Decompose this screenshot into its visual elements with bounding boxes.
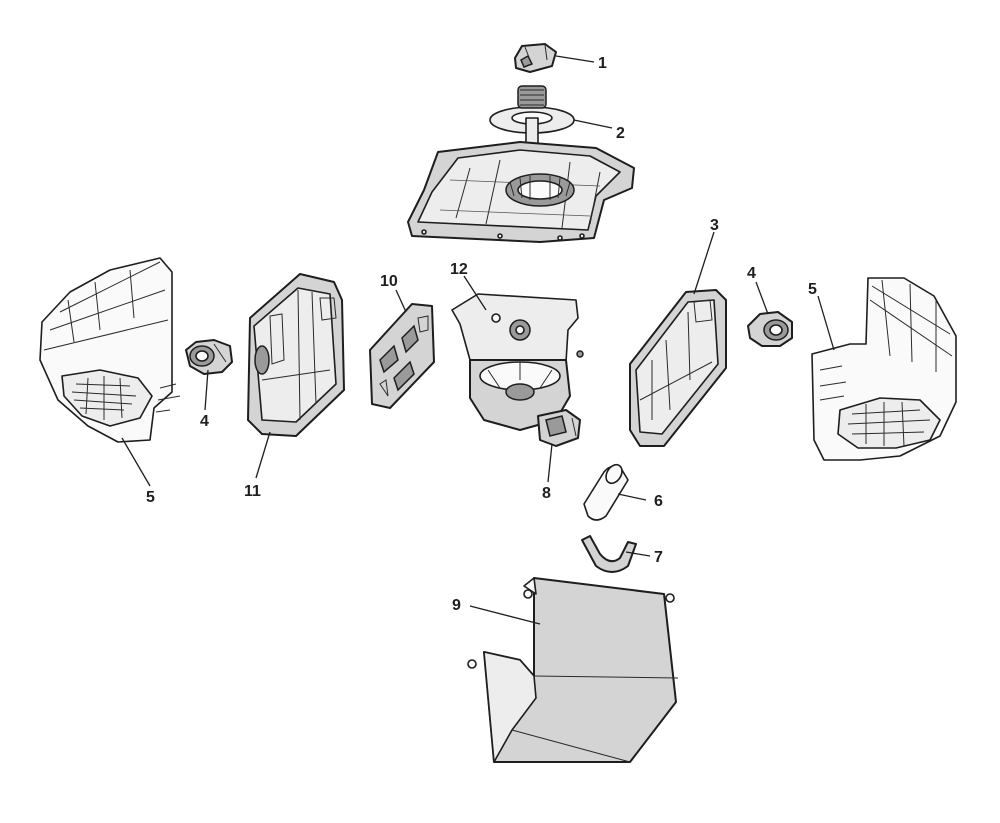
callout-4-right: 4	[747, 265, 756, 282]
callout-6: 6	[654, 493, 663, 510]
leader-6	[617, 493, 647, 501]
callout-5-right: 5	[808, 281, 817, 298]
callout-11: 11	[244, 483, 261, 500]
part-9-bottom-cover	[467, 577, 679, 763]
part-4-left-light-socket	[185, 339, 233, 375]
part-6-light-lens	[583, 463, 629, 521]
leader-5a	[121, 437, 151, 487]
leader-11	[255, 431, 271, 479]
leader-1	[555, 55, 595, 63]
callout-7: 7	[654, 549, 663, 566]
part-1-sprocket-cover	[514, 43, 557, 73]
leader-lines	[121, 55, 835, 625]
chassis-plate	[407, 141, 635, 243]
part-10-logic-board	[369, 303, 435, 409]
part-4-right-light-socket	[747, 311, 793, 347]
leader-4a	[204, 369, 209, 411]
callout-2: 2	[616, 125, 625, 142]
part-3-right-end-panel	[629, 289, 727, 447]
leader-7	[625, 551, 651, 557]
callout-5-left: 5	[146, 489, 155, 506]
part-2-sprocket-shaft	[489, 85, 575, 149]
part-7-wire-clip	[581, 535, 637, 573]
part-5-right-end-cover	[811, 277, 957, 461]
leader-8	[547, 443, 553, 483]
callout-1: 1	[598, 55, 607, 72]
leader-5b	[817, 295, 835, 351]
part-11-left-end-panel	[247, 273, 345, 437]
callout-8: 8	[542, 485, 551, 502]
part-5-left-end-cover	[39, 257, 181, 443]
callout-12: 12	[450, 261, 468, 278]
leader-4b	[755, 281, 769, 315]
callout-3: 3	[710, 217, 719, 234]
callout-10: 10	[380, 273, 398, 290]
leader-9	[469, 605, 541, 625]
callout-labels: 1 2 3 4 4 5 5 6 7 8 9 10 11 12	[146, 55, 817, 614]
callout-9: 9	[452, 597, 461, 614]
leader-12	[463, 275, 487, 311]
leader-10	[395, 289, 407, 313]
part-8-travel-module	[537, 409, 581, 447]
callout-4-left: 4	[200, 413, 209, 430]
leader-2	[573, 119, 613, 129]
part-12-motor-assembly	[451, 293, 584, 431]
leader-3	[693, 231, 715, 295]
